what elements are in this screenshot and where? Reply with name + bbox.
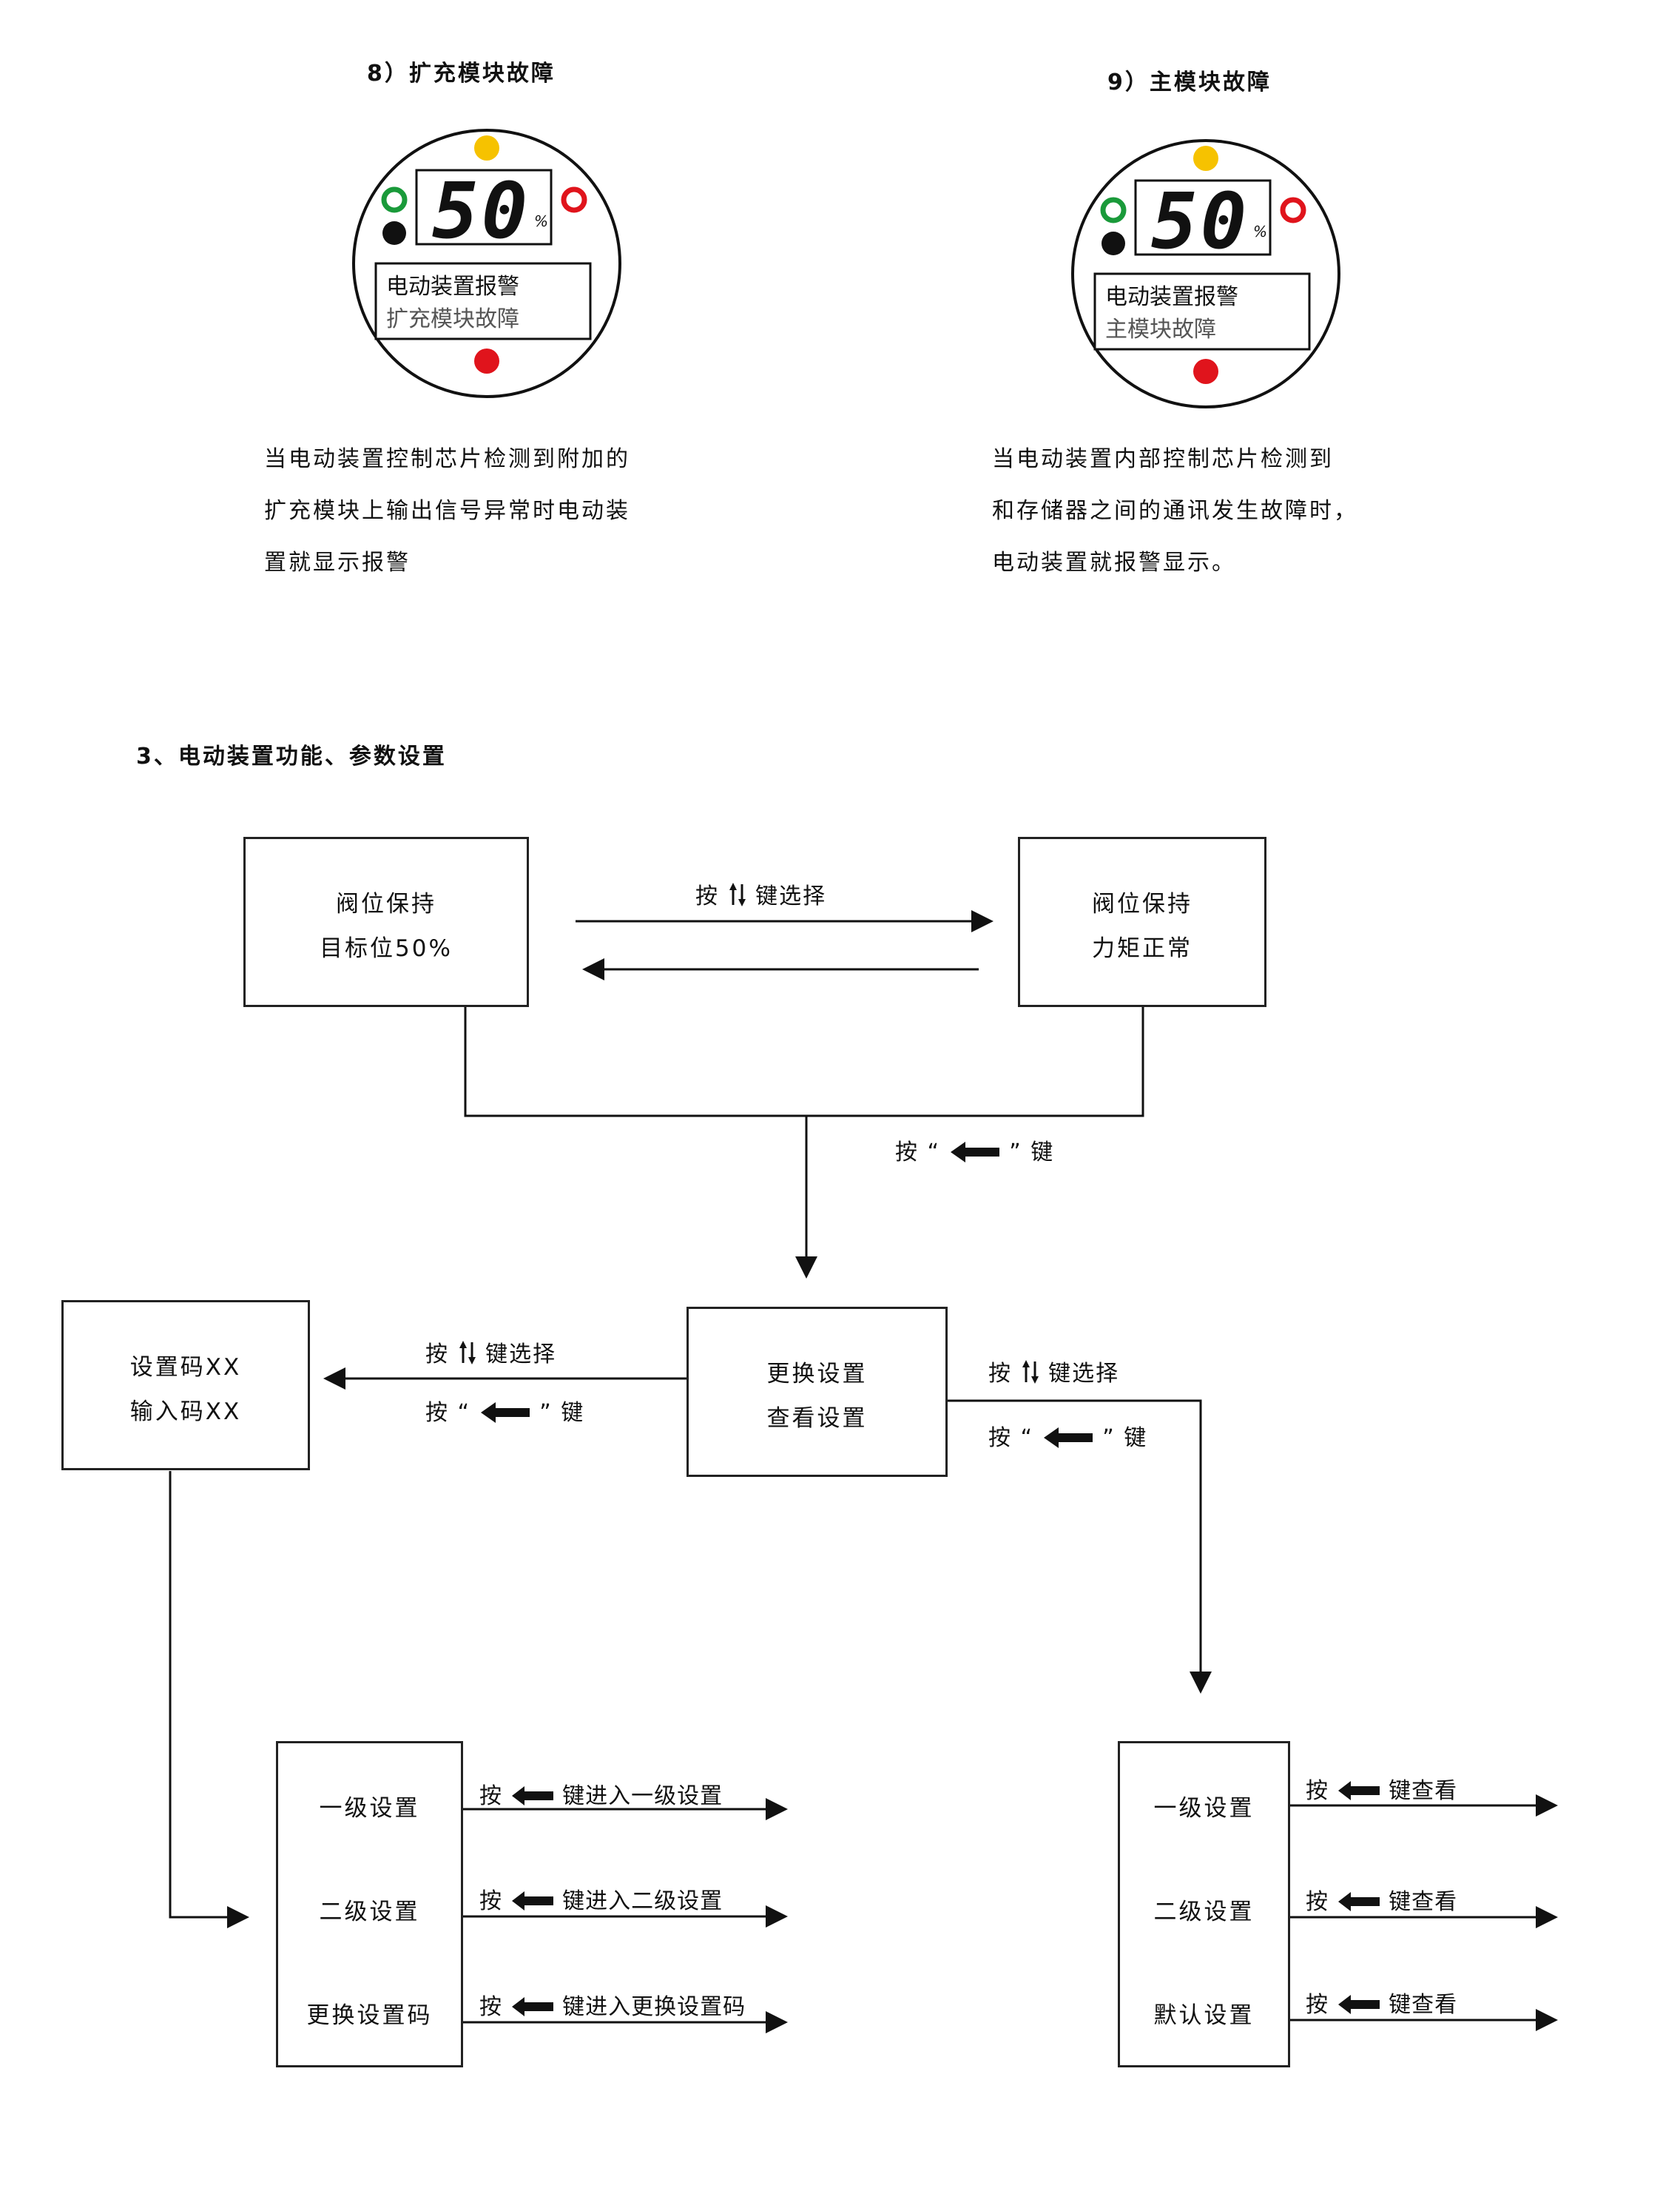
- up-down-arrow-icon: [1022, 1360, 1039, 1384]
- display-unit: %: [1253, 223, 1268, 240]
- label-enter-level1: 按 键进入一级设置: [479, 1783, 723, 1809]
- dial-face-icon: [352, 129, 621, 398]
- lcd-line-2: 主模块故障: [1105, 317, 1216, 343]
- box-level-settings-left: 一级设置 二级设置 更换设置码: [276, 1741, 463, 2067]
- alarm-description-main: 当电动装置内部控制芯片检测到 和存储器之间的通讯发生故障时， 电动装置就报警显示…: [992, 446, 1358, 576]
- alarm-title-main: 9）主模块故障: [1107, 70, 1272, 95]
- box-change-view-settings: 更换设置 查看设置: [686, 1307, 948, 1477]
- label-select-left: 按 键选择: [425, 1336, 556, 1368]
- back-arrow-key-icon: [511, 1997, 553, 2016]
- label-view-level1: 按 键查看: [1306, 1778, 1458, 1804]
- label-view-default: 按 键查看: [1306, 1992, 1458, 2018]
- back-arrow-key-icon: [1337, 1995, 1380, 2014]
- lcd-line-1: 电动装置报警: [386, 274, 519, 300]
- actuator-display-main: 50 % 电动装置报警 主模块故障: [1070, 138, 1342, 410]
- lcd-line-2: 扩充模块故障: [386, 306, 519, 332]
- lcd-line-1: 电动装置报警: [1105, 284, 1238, 310]
- back-arrow-key-icon: [1337, 1892, 1380, 1911]
- up-down-arrow-icon: [459, 1341, 476, 1364]
- label-press-enter-right: 按 “ ” 键: [988, 1425, 1148, 1451]
- label-view-level2: 按 键查看: [1306, 1889, 1458, 1915]
- display-value: 50: [1151, 176, 1250, 266]
- back-arrow-key-icon: [950, 1142, 999, 1162]
- box-setting-code: 设置码XX 输入码XX: [61, 1300, 310, 1470]
- alarm-description-expansion: 当电动装置控制芯片检测到附加的 扩充模块上输出信号异常时电动装 置就显示报警: [264, 446, 630, 576]
- back-arrow-key-icon: [1043, 1427, 1093, 1448]
- actuator-display-expansion: 50 % 电动装置报警 扩充模块故障: [351, 127, 623, 400]
- label-select-right: 按 键选择: [988, 1355, 1119, 1387]
- display-value: 50: [432, 166, 531, 256]
- label-press-enter-top: 按 “ ” 键: [895, 1140, 1055, 1165]
- up-down-arrow-icon: [729, 883, 746, 906]
- box-level-settings-right: 一级设置 二级设置 默认设置: [1118, 1741, 1290, 2067]
- dial-face-icon: [1071, 139, 1340, 408]
- box-valve-hold-target: 阀位保持 目标位50%: [243, 837, 529, 1007]
- label-enter-change-code: 按 键进入更换设置码: [479, 1994, 746, 2020]
- alarm-title-expansion: 8）扩充模块故障: [367, 61, 556, 87]
- back-arrow-key-icon: [511, 1786, 553, 1805]
- back-arrow-key-icon: [480, 1402, 530, 1423]
- section-heading: 3、电动装置功能、参数设置: [136, 744, 447, 770]
- label-press-enter-left: 按 “ ” 键: [425, 1400, 585, 1426]
- label-enter-level2: 按 键进入二级设置: [479, 1888, 723, 1914]
- box-valve-hold-torque: 阀位保持 力矩正常: [1018, 837, 1266, 1007]
- label-select-top: 按 键选择: [695, 878, 826, 910]
- back-arrow-key-icon: [511, 1891, 553, 1911]
- display-unit: %: [534, 212, 549, 230]
- back-arrow-key-icon: [1337, 1781, 1380, 1800]
